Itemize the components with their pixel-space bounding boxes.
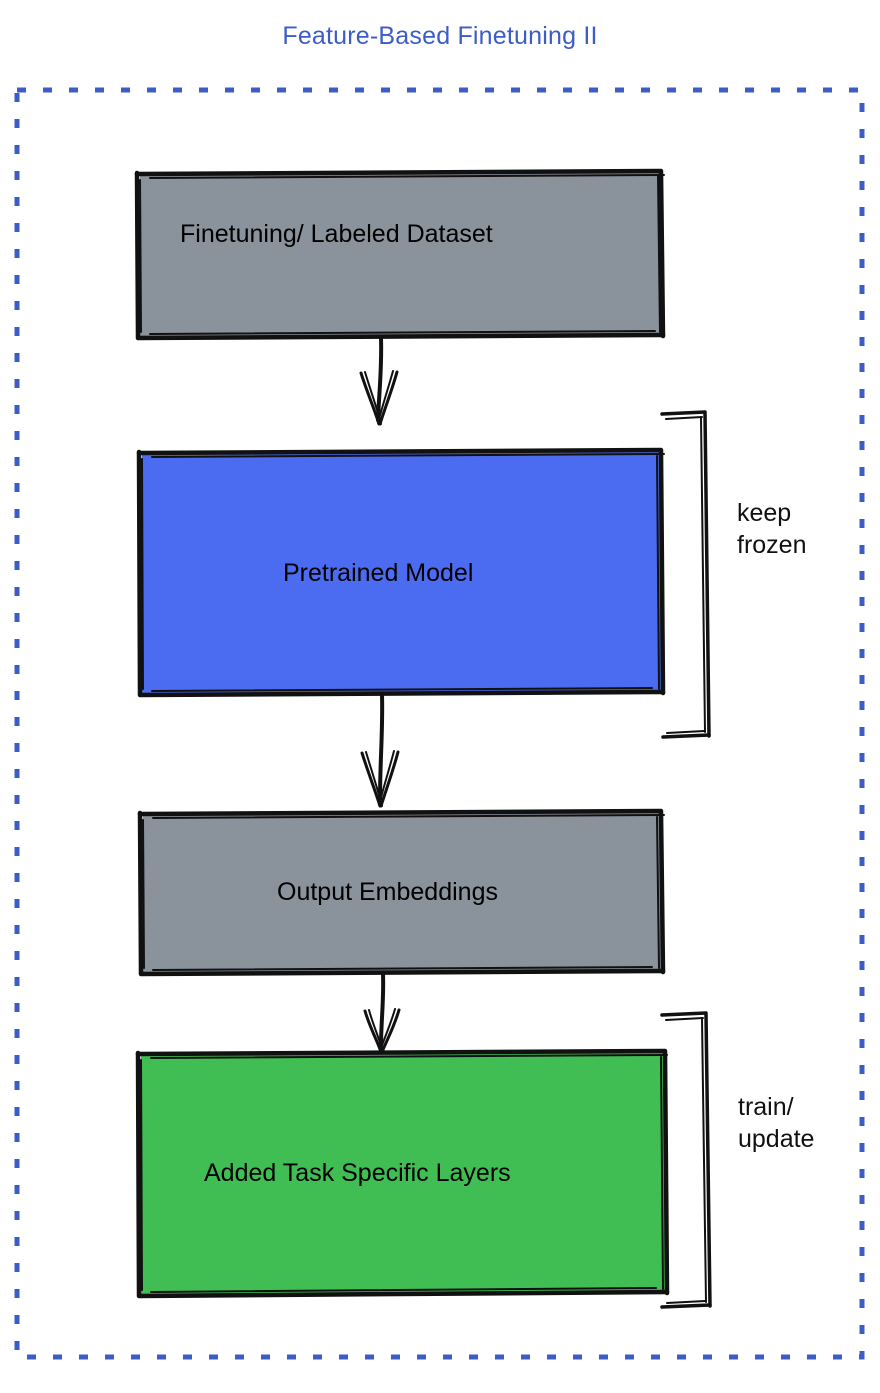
arrow-embeddings-to-task-layers [363,972,401,1054]
annotation-train-update-label: train/ update [738,1093,815,1153]
dashed-container-border [14,87,865,1360]
page-title: Feature-Based Finetuning II [282,22,598,50]
bracket-keep-frozen [660,410,711,739]
node-dataset-label: Finetuning/ Labeled Dataset [180,220,493,248]
bracket-train-update [660,1011,712,1309]
node-task-layers[interactable] [135,1048,670,1299]
node-pretrained[interactable] [136,447,666,698]
node-embeddings[interactable] [137,808,666,977]
node-dataset[interactable] [134,168,666,341]
annotation-keep-frozen-label: keep frozen [737,499,807,559]
node-embeddings-label: Output Embeddings [277,878,498,906]
node-pretrained-label: Pretrained Model [283,559,474,587]
arrow-pretrained-to-embeddings [360,693,400,808]
node-task-layers-label: Added Task Specific Layers [204,1159,511,1187]
arrow-dataset-to-pretrained [359,336,399,426]
